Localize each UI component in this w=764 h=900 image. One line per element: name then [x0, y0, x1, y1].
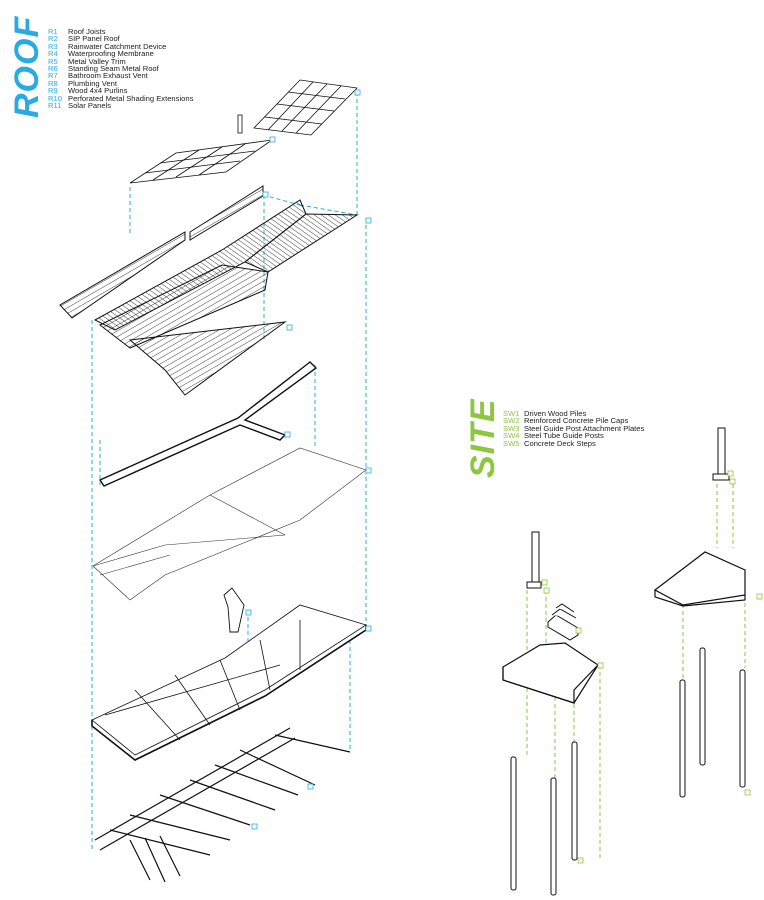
driven-wood-piles: [510, 647, 746, 896]
roof-legend-item: R7 Bathroom Exhaust Vent: [48, 71, 193, 81]
roof-callout-markers: [245, 89, 372, 830]
roof-legend-code: R4: [48, 49, 58, 59]
roof-assembly: [59, 79, 372, 883]
waterproofing-membrane: [92, 447, 367, 601]
roof-legend-item: R5 Metal Valley Trim: [48, 56, 193, 66]
roof-legend-code: R10: [48, 93, 62, 103]
roof-legend-item: R11 Solar Panels: [48, 101, 193, 111]
site-legend-item: SW4 Steel Tube Guide Posts: [503, 431, 644, 441]
roof-legend-label: Bathroom Exhaust Vent: [68, 71, 148, 81]
roof-legend-code: R11: [48, 101, 62, 111]
roof-legend-item: R3 Rainwater Catchment Device: [48, 41, 193, 51]
roof-legend-item: R10 Perforated Metal Shading Extensions: [48, 93, 194, 103]
site-legend-label: Steel Guide Post Attachment Plates: [524, 423, 645, 433]
site-legend-code: SW4: [503, 431, 520, 441]
roof-legend-code: R2: [48, 34, 58, 44]
roof-legend-item: R8 Plumbing Vent: [48, 78, 193, 88]
valley-trim: [98, 361, 318, 487]
pile-caps: [502, 551, 746, 704]
site-legend-item: SW5 Concrete Deck Steps: [503, 438, 644, 448]
site-legend-item: SW2 Reinforced Concrete Pile Caps: [503, 416, 644, 426]
sip-panel-roof: [91, 604, 367, 761]
site-legend-code: SW5: [503, 438, 520, 448]
roof-legend-item: R1 Roof Joists: [48, 27, 193, 36]
roof-legend-code: R3: [48, 41, 58, 51]
roof-legend-item: R6 Standing Seam Metal Roof: [48, 64, 193, 74]
roof-legend-code: R9: [48, 86, 58, 96]
roof-legend-label: Metal Valley Trim: [68, 56, 126, 66]
roof-legend-label: Waterproofing Membrane: [68, 49, 154, 59]
concrete-deck-steps: [547, 603, 579, 641]
roof-legend-label: Standing Seam Metal Roof: [68, 64, 159, 74]
roof-legend-label: SIP Panel Roof: [68, 34, 120, 44]
vents: [223, 587, 245, 633]
site-legend-code: SW1: [503, 409, 520, 418]
roof-legend-label: Perforated Metal Shading Extensions: [68, 93, 194, 103]
standing-seam-roof: [59, 185, 359, 396]
site-legend-label: Driven Wood Piles: [524, 409, 587, 418]
roof-legend-item: R2 SIP Panel Roof: [48, 34, 193, 44]
roof-legend-label: Solar Panels: [68, 101, 112, 111]
roof-legend-label: Roof Joists: [68, 27, 106, 36]
site-legend-label: Concrete Deck Steps: [524, 438, 596, 448]
site-legend-label: Reinforced Concrete Pile Caps: [524, 416, 629, 426]
roof-legend-item: R4 Waterproofing Membrane: [48, 49, 193, 59]
roof-section-title: ROOF: [8, 15, 46, 118]
site-legend-code: SW2: [503, 416, 520, 426]
site-legend-item: SW1 Driven Wood Piles: [503, 409, 644, 418]
roof-legend-code: R5: [48, 56, 58, 66]
roof-legend-code: R1: [48, 27, 58, 36]
roof-legend-code: R6: [48, 64, 58, 74]
site-assembly: [502, 427, 763, 896]
site-section-title: SITE: [464, 398, 502, 478]
roof-legend-item: R9 Wood 4x4 Purlins: [48, 86, 193, 96]
roof-joists: [94, 727, 351, 883]
steel-guide-posts: [526, 427, 730, 589]
site-legend-code: SW3: [503, 423, 520, 433]
roof-legend-label: Plumbing Vent: [68, 78, 117, 88]
roof-legend-code: R7: [48, 71, 58, 81]
site-callout-markers: [541, 470, 763, 864]
roof-legend-code: R8: [48, 78, 58, 88]
site-legend-item: SW3 Steel Guide Post Attachment Plates: [503, 423, 645, 433]
roof-legend-label: Rainwater Catchment Device: [68, 41, 167, 51]
roof-legend-label: Wood 4x4 Purlins: [68, 86, 128, 96]
solar-panels: [129, 79, 358, 184]
site-legend-label: Steel Tube Guide Posts: [524, 431, 604, 441]
